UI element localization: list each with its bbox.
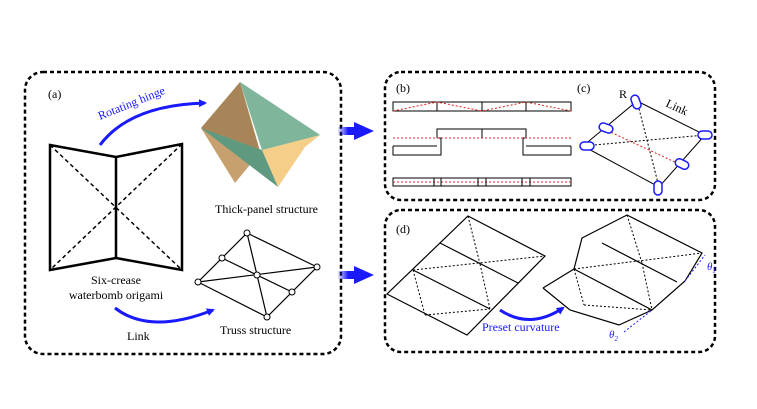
truss-structure bbox=[194, 229, 321, 321]
panel-bc-border bbox=[383, 70, 717, 202]
curvature-angle-guides bbox=[623, 254, 706, 333]
rotating-hinge-label: Rotating hinge bbox=[96, 83, 167, 123]
theta2-label: θ2 bbox=[609, 329, 618, 343]
panel-b-hinge-bottom bbox=[392, 177, 572, 187]
link-label: Link bbox=[127, 329, 150, 343]
connector-arrow-top-head bbox=[354, 122, 374, 140]
panel-bc: (b) (c) R Link bbox=[383, 70, 717, 202]
connector-arrow-bottom-shaft bbox=[338, 271, 355, 279]
panel-c-r-label: R bbox=[619, 87, 627, 101]
panel-d: (d) Preset curvature bbox=[383, 208, 717, 354]
preset-curvature-label: Preset curvature bbox=[482, 320, 560, 334]
truss-label: Truss structure bbox=[220, 323, 291, 337]
panel-c-linkage bbox=[579, 94, 713, 196]
thick-panel-label: Thick-panel structure bbox=[215, 202, 318, 216]
waterbomb-origami bbox=[48, 142, 184, 272]
thick-panel-structure bbox=[201, 82, 320, 187]
flat-waterbomb-tessellation bbox=[385, 215, 546, 336]
theta1-label: θ1 bbox=[707, 261, 716, 275]
origami-label-line1: Six-crease bbox=[91, 273, 141, 287]
link-arrow bbox=[114, 306, 215, 324]
panel-b-hinge-top bbox=[392, 101, 572, 112]
origami-label-line2: waterbomb origami bbox=[69, 288, 164, 302]
panel-a-label: (a) bbox=[48, 87, 61, 101]
hinge-cylinders bbox=[579, 94, 713, 196]
connector-arrow-top-shaft bbox=[338, 127, 355, 135]
connector-arrow-bottom-head bbox=[354, 266, 374, 284]
curved-waterbomb-tessellation bbox=[542, 214, 703, 326]
rotating-hinge-arrow bbox=[98, 99, 207, 146]
panel-d-label: (d) bbox=[396, 222, 410, 236]
panel-b-label: (b) bbox=[396, 81, 410, 95]
connector-arrows bbox=[338, 122, 374, 284]
panel-a: (a) Rotating hinge Thick-panel structure… bbox=[23, 70, 343, 356]
panel-c-link-label: Link bbox=[664, 96, 690, 118]
panel-b-hinge-middle bbox=[392, 128, 572, 156]
preset-curvature-arrow bbox=[499, 306, 565, 321]
panel-a-border bbox=[23, 70, 343, 356]
panel-d-border bbox=[383, 208, 717, 354]
panel-c-label: (c) bbox=[577, 81, 590, 95]
